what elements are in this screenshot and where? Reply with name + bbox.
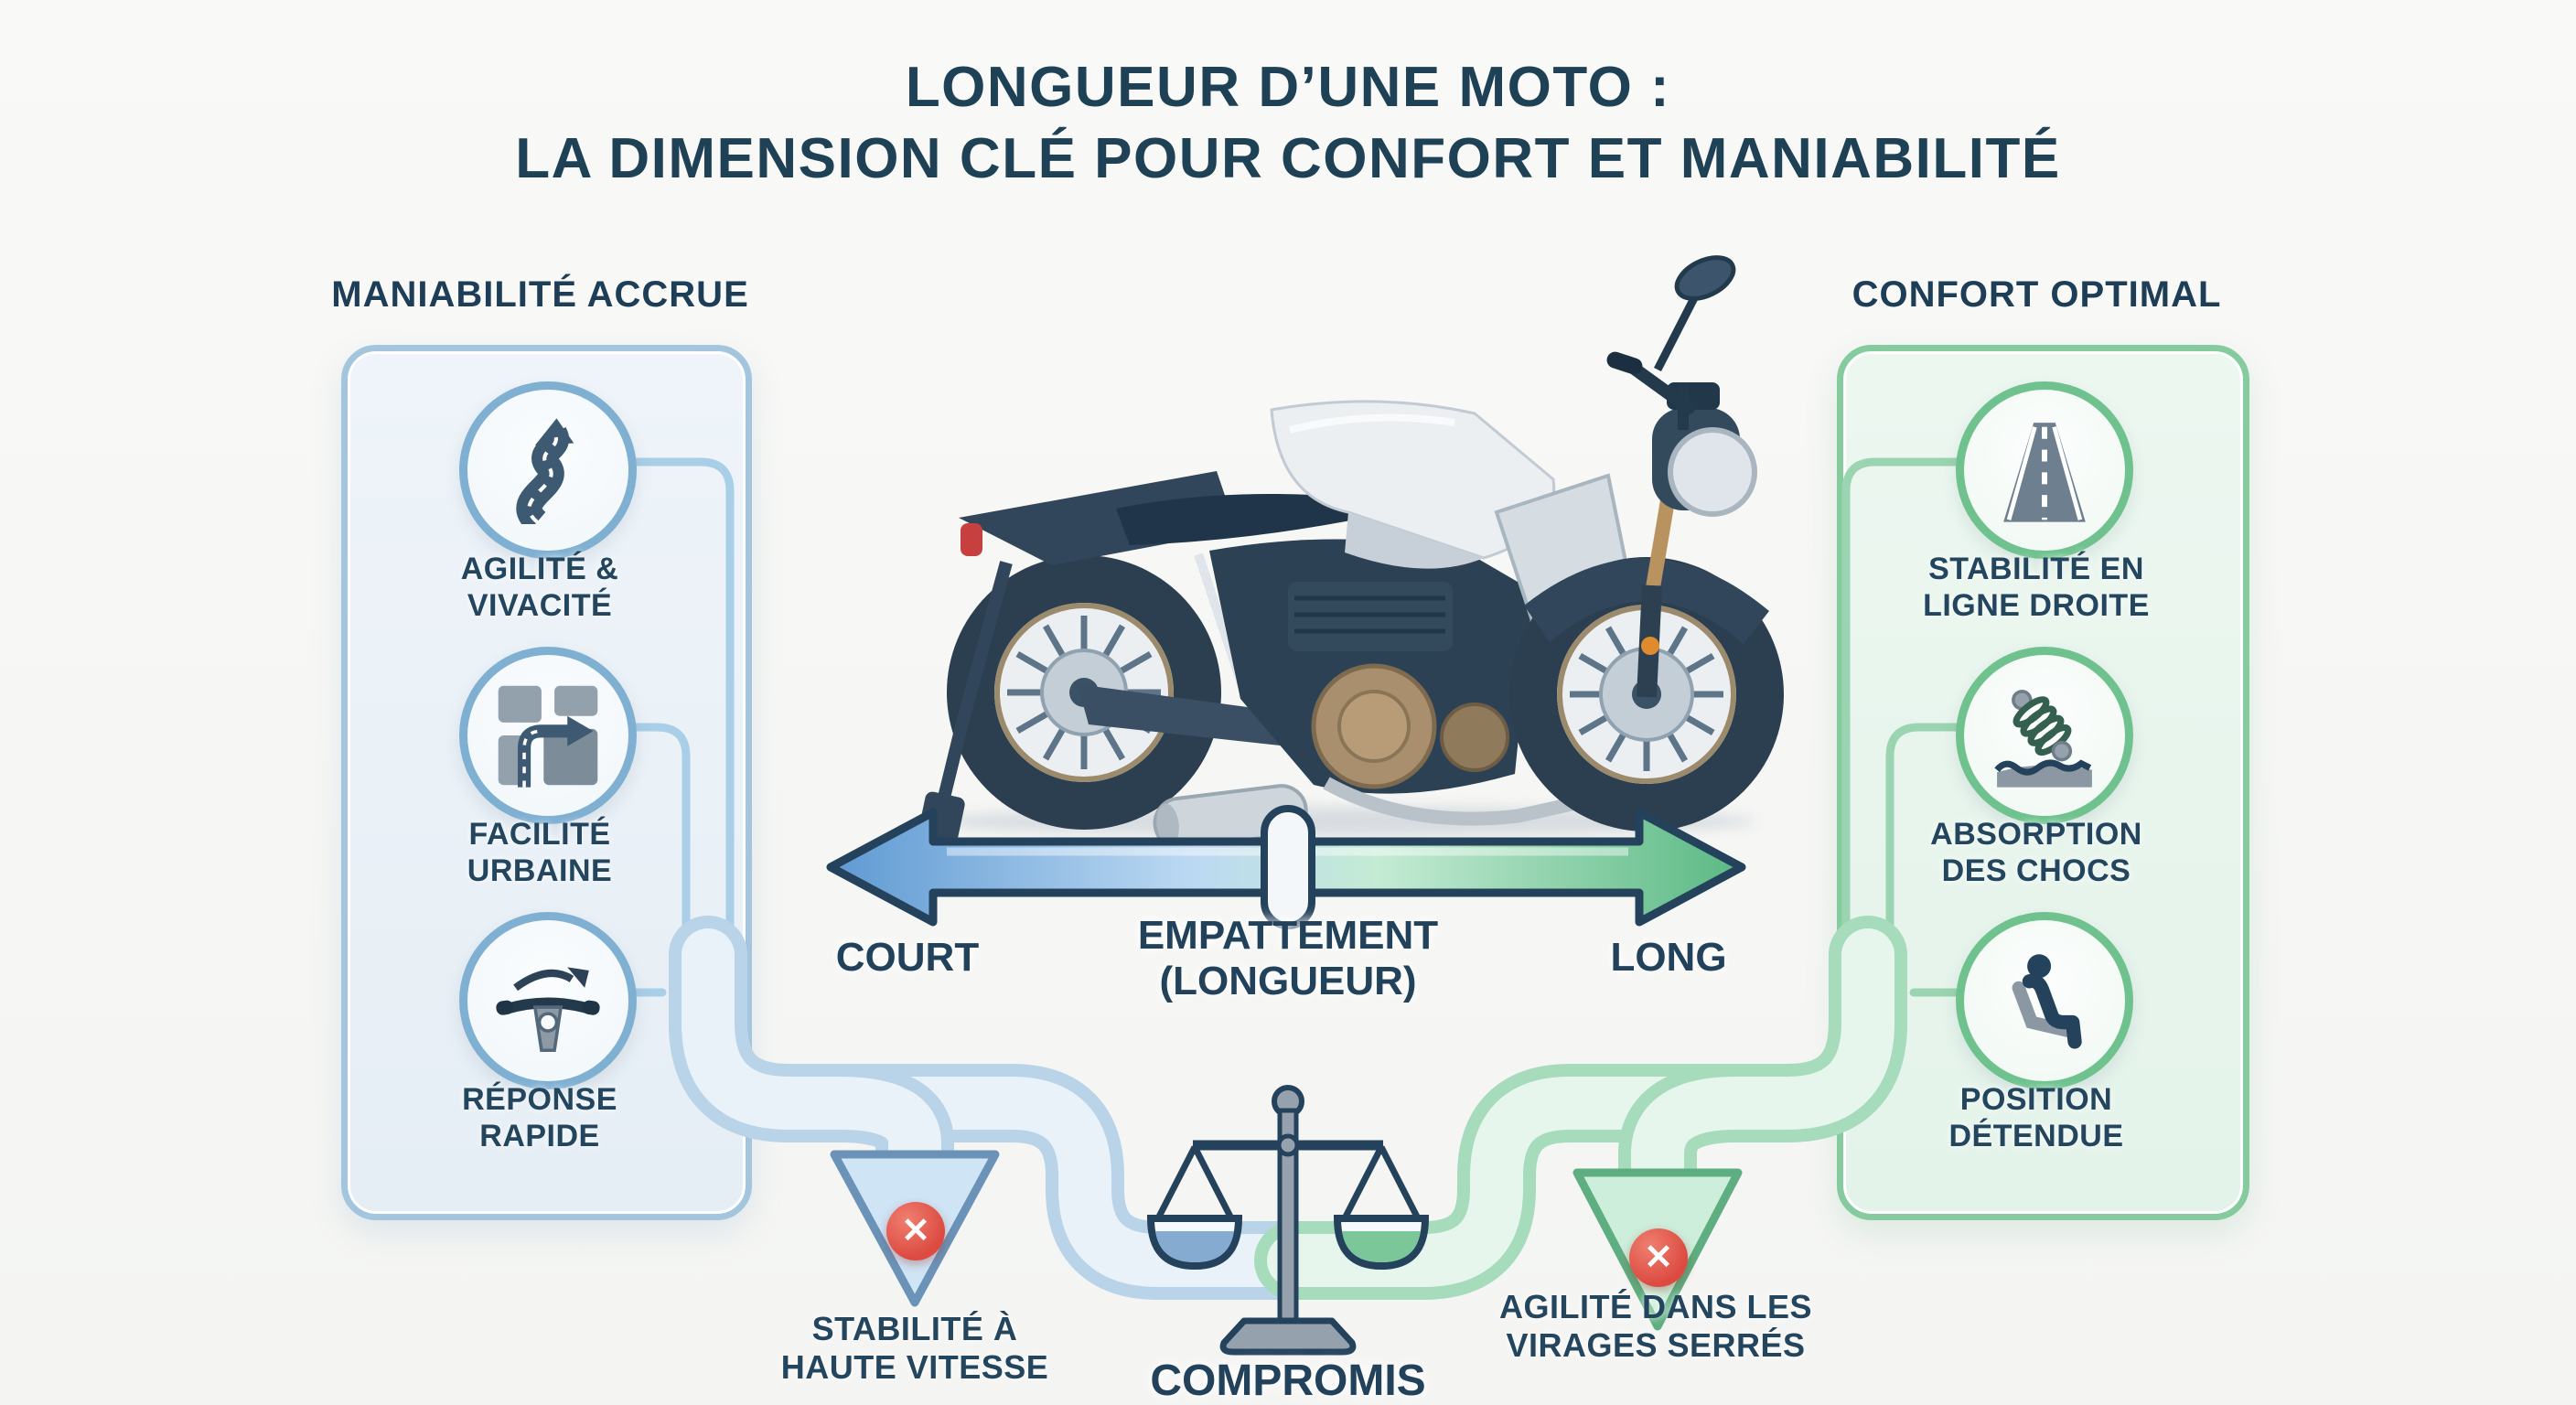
agility-label: AGILITÉ & VIVACITÉ: [460, 552, 619, 624]
x-circle-icon: ✕: [1629, 1228, 1688, 1287]
x-glyph: ✕: [1644, 1239, 1673, 1277]
balance-left-pan: [1146, 1145, 1243, 1271]
straight-stability-icon-circle: [1956, 381, 2133, 559]
highspeed-stability-loss-label: STABILITÉ À HAUTE VITESSE: [780, 1310, 1049, 1387]
city-map-turn-icon: [498, 685, 598, 788]
axis-short-label: COURT: [835, 935, 980, 980]
winding-road-icon: [516, 418, 574, 524]
urban-ease-icon-circle: [459, 647, 637, 824]
straight-road-icon: [2003, 423, 2086, 522]
axis-long-label: LONG: [1610, 935, 1727, 980]
agility-icon-circle: [459, 381, 637, 559]
relaxed-position-label: POSITION DÉTENDUE: [1948, 1082, 2124, 1154]
relaxed-position-icon-circle: [1956, 912, 2133, 1089]
tight-turns-agility-loss-label: AGILITÉ DANS LES VIRAGES SERRÉS: [1498, 1288, 1813, 1365]
page-title-line1: LONGUEUR D’UNE MOTO :: [905, 56, 1671, 119]
quick-response-icon-circle: [459, 912, 637, 1089]
shock-absorber-icon: [1994, 690, 2092, 788]
relaxed-seat-icon: [2012, 954, 2082, 1049]
front-wheel: [1509, 557, 1784, 831]
axis-center-pill: [1261, 805, 1315, 929]
motorcycle-illustration: [916, 255, 1784, 855]
shock-absorption-label: ABSORPTION DES CHOCS: [1930, 817, 2142, 889]
balance-right-pan: [1333, 1145, 1430, 1271]
wheelbase-axis-arrow: [826, 805, 1746, 929]
page-title-line2: LA DIMENSION CLÉ POUR CONFORT ET MANIABI…: [515, 127, 2061, 190]
axis-title: EMPATTEMENT (LONGUEUR): [1137, 913, 1439, 1003]
x-circle-icon: ✕: [886, 1202, 945, 1260]
maniability-panel-header: MANIABILITÉ ACCRUE: [331, 274, 749, 315]
compromise-label: COMPROMIS: [1150, 1357, 1426, 1405]
comfort-panel-header: CONFORT OPTIMAL: [1852, 274, 2222, 315]
rear-wheel: [947, 555, 1221, 830]
shock-absorption-icon-circle: [1956, 647, 2133, 824]
motorcycle-shadow: [933, 807, 1756, 836]
quick-response-label: RÉPONSE RAPIDE: [462, 1082, 617, 1154]
handlebar-turn-icon: [496, 967, 600, 1053]
balance-scale-icon: [1146, 1085, 1430, 1356]
x-glyph: ✕: [901, 1212, 930, 1250]
straight-stability-label: STABILITÉ EN LIGNE DROITE: [1923, 552, 2150, 624]
urban-ease-label: FACILITÉ URBAINE: [467, 817, 613, 889]
